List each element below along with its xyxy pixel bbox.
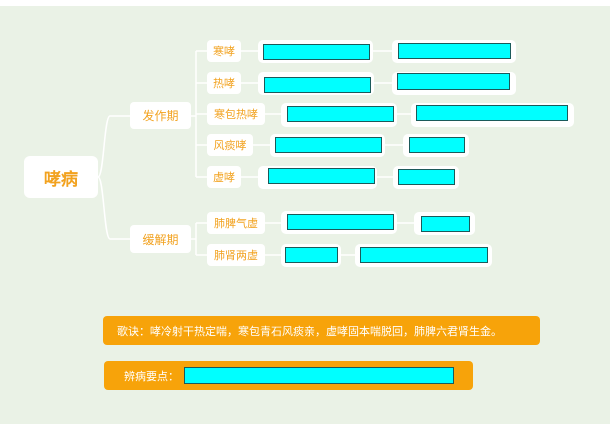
branch-attack-stage[interactable]: 发作期	[130, 102, 191, 129]
redacted-text-box	[264, 77, 371, 93]
root-label: 哮病	[44, 169, 78, 190]
leaf-lung-kidney-deficiency[interactable]: 肺肾两虚	[207, 244, 265, 266]
leaf-label: 风痰哮	[213, 139, 247, 152]
redacted-text-box	[421, 216, 470, 232]
leaf-label: 肺脾气虚	[214, 217, 258, 230]
leaf-wind-phlegm-asthma[interactable]: 风痰哮	[207, 134, 253, 156]
redacted-text-box	[409, 137, 465, 153]
redacted-text-box	[397, 73, 510, 90]
redacted-text-box	[287, 106, 394, 122]
top-edge	[0, 0, 610, 6]
redacted-text-box	[263, 44, 370, 60]
leaf-cold-wrapped-heat-asthma[interactable]: 寒包热哮	[207, 103, 265, 125]
redacted-text-box	[285, 247, 338, 263]
redacted-text-box	[184, 367, 454, 384]
redacted-text-box	[287, 214, 394, 230]
leaf-label: 寒哮	[213, 45, 235, 58]
branch-label: 缓解期	[142, 232, 179, 247]
leaf-cold-asthma[interactable]: 寒哮	[207, 40, 241, 62]
redacted-text-box	[360, 247, 488, 263]
branch-remission-stage[interactable]: 缓解期	[130, 225, 191, 253]
redacted-text-box	[398, 169, 455, 185]
leaf-deficiency-asthma[interactable]: 虚哮	[207, 166, 241, 188]
mnemonic-text: 歌诀：哮冷射干热定喘，寒包青石风痰亲，虚哮固本喘脱回，肺脾六君肾生金。	[117, 324, 502, 338]
leaf-label: 虚哮	[213, 171, 235, 184]
redacted-text-box	[268, 168, 375, 184]
mnemonic-banner: 歌诀：哮冷射干热定喘，寒包青石风痰亲，虚哮固本喘脱回，肺脾六君肾生金。	[103, 316, 540, 345]
key-points-label: 辨病要点：	[124, 369, 179, 383]
leaf-heat-asthma[interactable]: 热哮	[207, 72, 241, 94]
leaf-lung-spleen-qi-deficiency[interactable]: 肺脾气虚	[207, 212, 265, 234]
redacted-text-box	[275, 137, 382, 153]
leaf-label: 寒包热哮	[214, 108, 258, 121]
redacted-text-box	[416, 105, 568, 121]
root-node[interactable]: 哮病	[24, 156, 98, 198]
redacted-text-box	[398, 43, 511, 59]
leaf-label: 肺肾两虚	[214, 249, 258, 262]
leaf-label: 热哮	[213, 77, 235, 90]
branch-label: 发作期	[142, 109, 179, 123]
